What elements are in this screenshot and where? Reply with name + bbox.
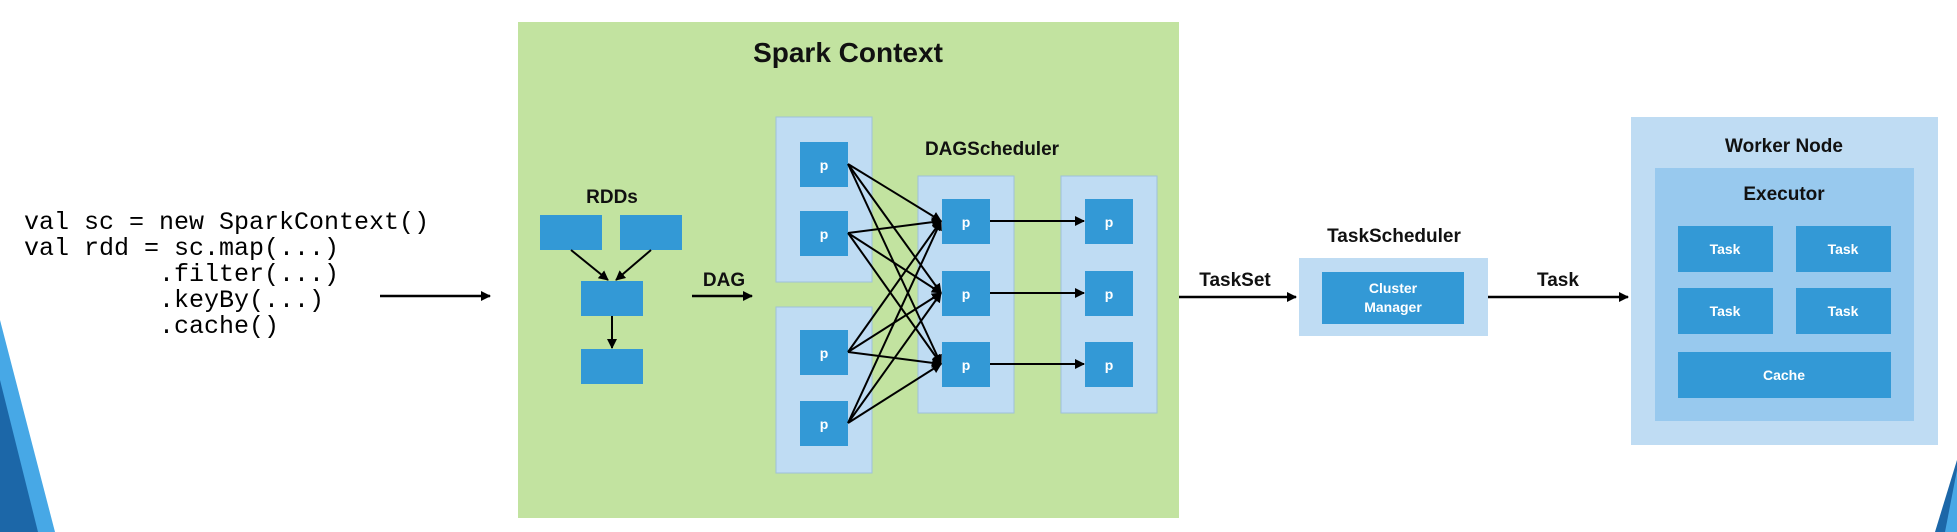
partition-label: p (962, 357, 971, 373)
code-line: .keyBy(...) (24, 286, 324, 315)
dag-scheduler-title: DAGScheduler (925, 139, 1060, 160)
task-label: Task (1537, 270, 1579, 291)
task-box (1796, 226, 1891, 272)
left-corner-decoration (0, 320, 55, 532)
rdd-arrow (570, 249, 609, 281)
shuffle-arrow (847, 163, 942, 222)
shuffle-arrow (847, 292, 942, 424)
partition-label: p (820, 345, 829, 361)
partition-box (800, 330, 848, 375)
partition-label: p (962, 286, 971, 302)
spark-context-title: Spark Context (753, 37, 943, 68)
code-line: .cache() (24, 312, 279, 341)
partition-boxes: p p p p p p p p p p (800, 142, 1133, 446)
partition-box (1085, 342, 1133, 387)
partition-box (942, 342, 990, 387)
shuffle-arrow (847, 220, 942, 424)
shuffle-arrow (847, 363, 942, 424)
shuffle-arrows (847, 163, 942, 424)
partition-label: p (962, 214, 971, 230)
partition-label: p (1105, 286, 1114, 302)
task-scheduler-title: TaskScheduler (1327, 226, 1461, 247)
partition-box (942, 199, 990, 244)
stage-group (775, 116, 873, 283)
partition-label: p (820, 157, 829, 173)
partition-box (1085, 199, 1133, 244)
worker-node-title: Worker Node (1725, 136, 1843, 157)
cache-box (1678, 352, 1891, 398)
rdd-box (581, 281, 643, 316)
shuffle-arrow (847, 232, 942, 365)
shuffle-arrow (847, 220, 942, 353)
task-box-label: Task (1710, 303, 1741, 319)
cluster-manager-box (1322, 272, 1464, 324)
rdds-title: RDDs (586, 187, 638, 208)
task-box-label: Task (1710, 241, 1741, 257)
partition-box (800, 142, 848, 187)
partition-label: p (820, 226, 829, 242)
right-corner-decoration (1935, 460, 1957, 532)
partition-box (942, 271, 990, 316)
cache-label: Cache (1763, 367, 1805, 383)
shuffle-arrow (847, 217, 942, 234)
rdd-box (581, 349, 643, 384)
shuffle-arrow (847, 232, 942, 294)
task-box-label: Task (1828, 303, 1859, 319)
executor-title: Executor (1743, 184, 1825, 205)
task-box (1678, 288, 1773, 334)
shuffle-arrow (847, 163, 942, 294)
task-box (1796, 288, 1891, 334)
rdd-arrow (615, 249, 652, 281)
partition-box (800, 211, 848, 256)
code-snippet: val sc = new SparkContext() val rdd = sc… (24, 208, 429, 341)
partition-label: p (1105, 214, 1114, 230)
cluster-manager-label: Cluster (1369, 280, 1418, 296)
partition-label: p (1105, 357, 1114, 373)
partition-box (1085, 271, 1133, 316)
partition-label: p (820, 416, 829, 432)
task-box-label: Task (1828, 241, 1859, 257)
narrow-arrows (990, 216, 1085, 369)
code-line: .filter(...) (24, 260, 339, 289)
code-line: val sc = new SparkContext() (24, 208, 429, 237)
dag-label: DAG (703, 270, 745, 291)
taskset-label: TaskSet (1199, 270, 1271, 291)
rdd-box (540, 215, 602, 250)
rdd-box (620, 215, 682, 250)
cluster-manager-label: Manager (1364, 299, 1422, 315)
task-box (1678, 226, 1773, 272)
partition-box (800, 401, 848, 446)
code-line: val rdd = sc.map(...) (24, 234, 339, 263)
